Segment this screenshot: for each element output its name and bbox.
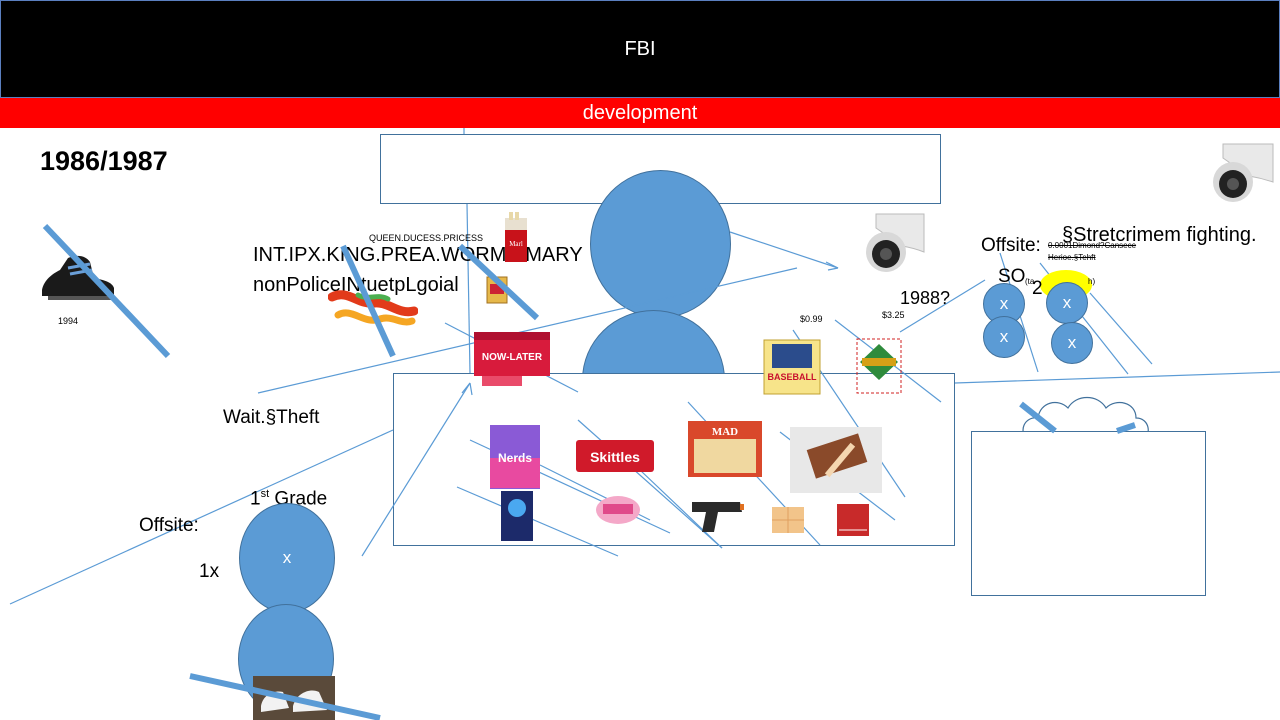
svg-text:Skittles: Skittles [590,449,640,465]
x-circle: x [239,503,335,613]
x-circle: x [983,316,1025,358]
svg-text:MAD: MAD [712,426,738,438]
one-x-label: 1x [199,561,220,582]
svg-text:Marl: Marl [509,240,523,248]
security-camera-icon [1213,143,1274,202]
x-circle: x [1051,322,1093,364]
bubble-gum-icon [596,496,640,524]
small-under-label-2: h) [1088,277,1096,286]
svg-text:BASEBALL: BASEBALL [768,372,818,382]
year-1994-label: 1994 [58,316,79,326]
queen-label: QUEEN.DUCESS.PRICESS [369,233,484,243]
security-camera-icon [866,213,925,272]
development-label: development [582,102,698,124]
int-label: INT.IPX.KING.PREA.WORMS.MARY [253,244,583,266]
baseball-cards-icon: BASEBALL [763,339,821,395]
pop-rocks-icon [501,491,533,541]
so-label: SO [998,266,1026,287]
candy-box-icon [486,276,508,304]
small-strike-text-2: Herioe.§Tehft [1048,253,1096,262]
toy-gun-icon [692,502,744,532]
sneaker-icon [42,255,114,300]
svg-text:Nerds: Nerds [498,451,532,465]
candy-box-now-later-icon: NOW-LATER [474,332,550,386]
gummy-worm-icon [328,290,418,326]
sneakers-photo-icon [253,676,335,720]
grade-sup: st [260,488,270,500]
development-bar [0,98,1280,128]
stretcrime-label: §Stretcrimem fighting. [1062,224,1257,246]
year-1988-label: 1988? [900,288,951,308]
right-box [971,431,1206,596]
svg-text:NOW-LATER: NOW-LATER [482,352,543,363]
candy-bag-icon [837,504,869,536]
two-label: 2 [1032,278,1043,299]
skittles-icon: Skittles [576,440,654,472]
mad-magazine-icon: MAD [688,421,762,477]
small-strike-text-1: 0.0001Dimond?Cansece [1048,241,1137,250]
price-099-label: $0.99 [800,314,823,324]
x-circle: x [1046,282,1088,324]
candy-square-icon [772,507,804,533]
nerds-icon: Nerds [490,425,540,489]
header-title: FBI [624,38,656,60]
small-under-label: (ta [1025,277,1035,286]
offsite-right-label: Offsite: [981,235,1041,256]
cigarette-pack-icon: Marl [505,212,527,262]
grade-num: 1 [250,488,261,510]
offsite-left-label: Offsite: [139,515,199,536]
center-head-circle [590,170,731,318]
candy-cigarettes-icon [790,427,882,493]
price-325-label: $3.25 [882,310,905,320]
upper-deck-logo-icon [860,344,898,380]
wait-theft-label: Wait.§Theft [223,407,320,428]
header-bar [0,0,1280,98]
years-title: 1986/1987 [40,146,168,176]
